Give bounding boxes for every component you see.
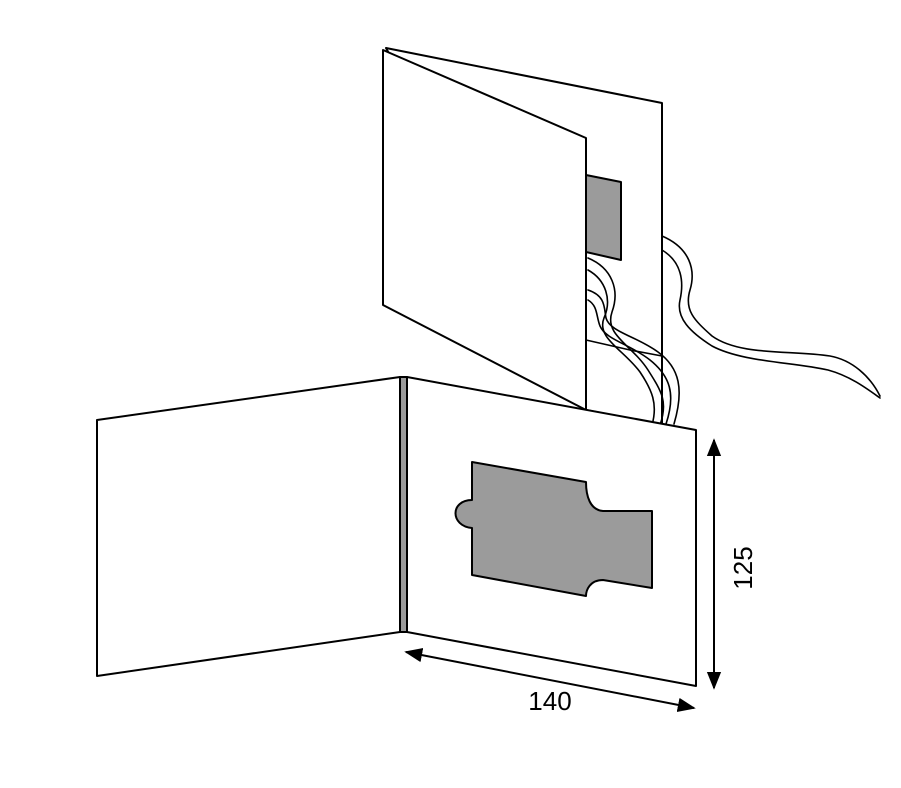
upper-folder	[382, 47, 881, 426]
lower-folder	[96, 376, 697, 687]
ribbon-left	[587, 257, 665, 426]
height-dimension: 125	[706, 438, 758, 690]
ribbon-right	[661, 235, 881, 397]
lower-window	[454, 461, 653, 597]
lower-spine	[399, 376, 408, 633]
ribbon-mid	[587, 289, 680, 425]
width-dimension: 140	[404, 648, 696, 716]
upper-window	[585, 174, 622, 261]
lower-left-panel	[96, 376, 401, 677]
width-label: 140	[528, 686, 571, 716]
ribbon-left-2	[587, 269, 656, 426]
width-arrow	[404, 648, 696, 712]
ribbon-mid-2	[587, 299, 672, 425]
ribbon-right-2	[661, 249, 881, 399]
height-label: 125	[728, 546, 758, 589]
